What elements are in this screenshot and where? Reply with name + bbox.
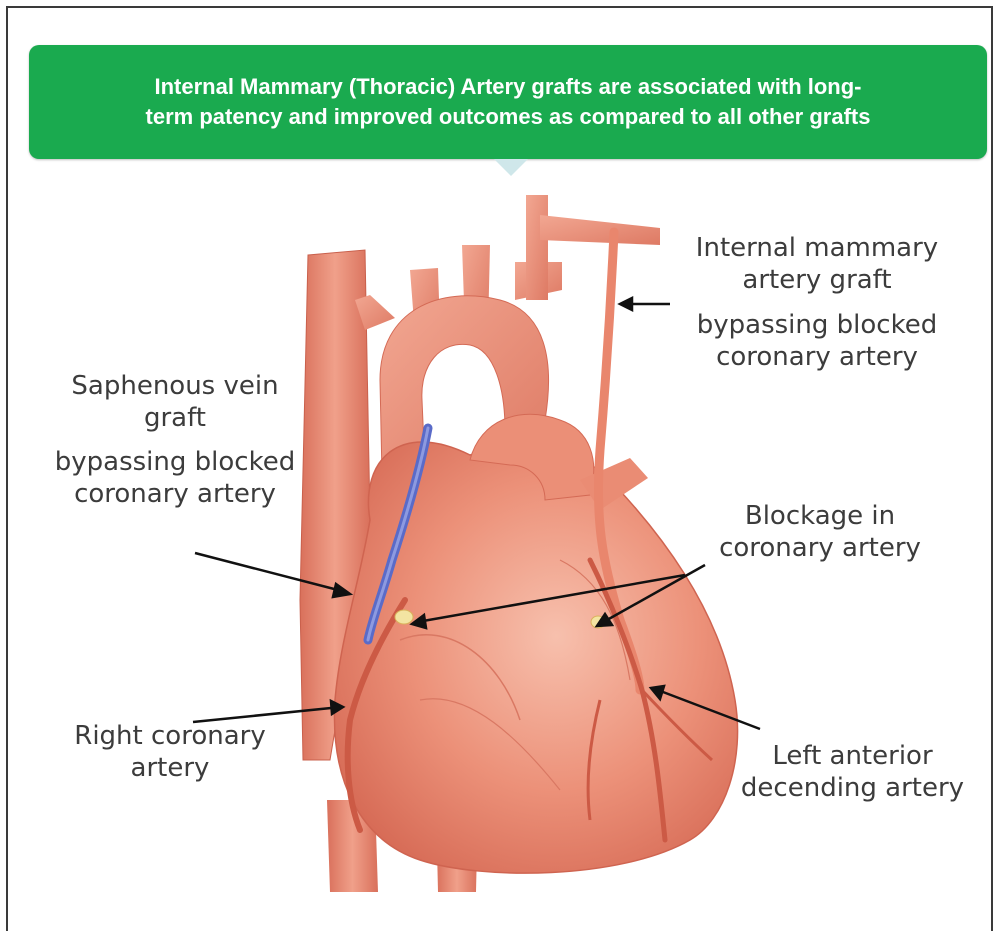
blockage-right bbox=[395, 610, 413, 624]
subclavian-horizontal bbox=[540, 215, 660, 245]
label-imag-line-1: Internal mammary bbox=[672, 232, 962, 264]
label-svg-line-1: Saphenous vein bbox=[30, 370, 320, 402]
label-svg-line-3: bypassing blocked bbox=[30, 446, 320, 478]
label-rca-line-2: artery bbox=[40, 752, 300, 784]
label-lad-line-2: decending artery bbox=[710, 772, 995, 804]
label-rca-line-1: Right coronary bbox=[40, 720, 300, 752]
label-imag-line-2: artery graft bbox=[672, 264, 962, 296]
label-lad-line-1: Left anterior bbox=[710, 740, 995, 772]
label-blockage-line-2: coronary artery bbox=[675, 532, 965, 564]
label-svg-line-2: graft bbox=[30, 402, 320, 434]
label-imag-line-3: bypassing blocked bbox=[672, 309, 962, 341]
label-imag-line-4: coronary artery bbox=[672, 341, 962, 373]
label-svg-line-4: coronary artery bbox=[30, 478, 320, 510]
label-blockage-line-1: Blockage in bbox=[675, 500, 965, 532]
subclavian-branch bbox=[526, 195, 548, 300]
